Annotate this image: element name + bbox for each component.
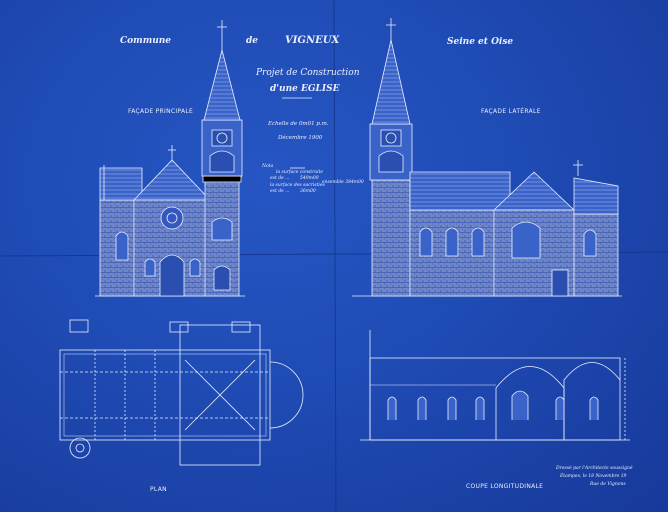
commune-name: VIGNEUX	[285, 35, 340, 46]
plan-drawing	[59, 319, 304, 466]
note-line4: est de ...	[270, 189, 290, 194]
caption-front-facade: FAÇADE PRINCIPALE	[128, 108, 194, 115]
signature-line2: Étampes, le 18 Novembre 19	[560, 474, 627, 479]
section-drawing	[360, 330, 630, 441]
project-title-line1: Projet de Construction	[256, 68, 360, 78]
project-title-line2: d'une EGLISE	[270, 84, 340, 94]
note-value1: 549m00	[300, 176, 319, 181]
signature-line1: Dressé par l'Architecte soussigné	[556, 466, 633, 471]
note-side: ensemble 384m00	[322, 180, 364, 185]
caption-section: COUPE LONGITUDINALE	[466, 483, 544, 490]
caption-plan: PLAN	[150, 486, 167, 493]
date-label: Décembre 1900	[278, 135, 323, 141]
title-rules	[282, 97, 312, 169]
note-value2: 36m00	[300, 189, 316, 194]
commune-label: Commune	[120, 36, 172, 46]
scale-label: Echelle de 0m01 p.m.	[268, 121, 329, 127]
department-name: Seine et Oise	[447, 37, 514, 47]
note-label: Nota	[262, 164, 274, 169]
note-line1: la surface construite	[276, 170, 324, 175]
signature-line3: Rue de Vignons	[590, 482, 626, 487]
caption-side-facade: FAÇADE LATÉRALE	[481, 108, 541, 115]
front-facade-drawing	[95, 20, 245, 297]
note-line2: est de ...	[270, 176, 290, 181]
side-facade-drawing	[352, 18, 622, 297]
de-label: de	[246, 36, 259, 46]
note-line3: la surface des sacristies	[270, 183, 325, 188]
